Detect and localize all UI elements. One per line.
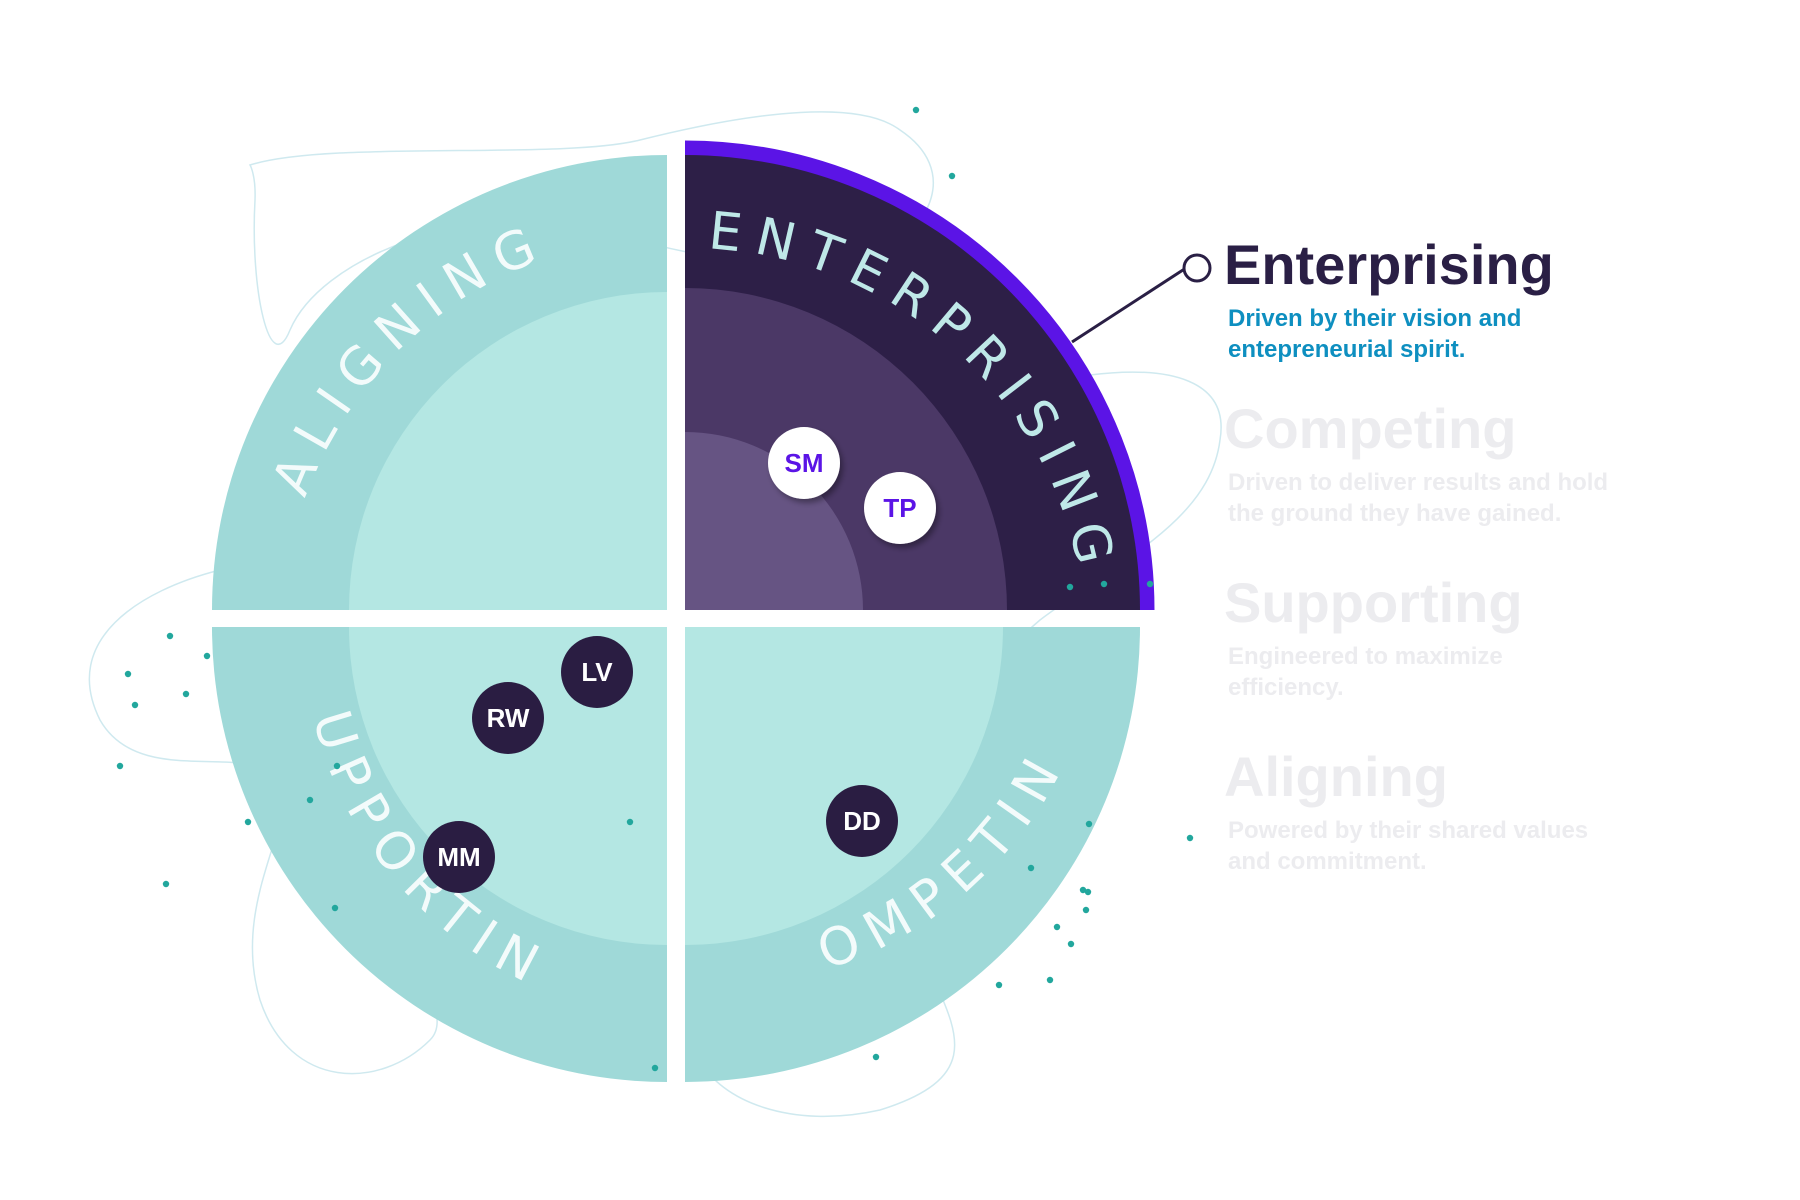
decorative-dot <box>1027 864 1035 872</box>
person-badge-mm[interactable]: MM <box>423 821 495 893</box>
connector-line <box>1071 266 1187 344</box>
badge-circle <box>768 427 840 499</box>
decorative-dot <box>166 632 174 640</box>
quadrant-aligning[interactable] <box>212 155 667 610</box>
badge-initials: LV <box>581 657 613 687</box>
enterprising-accent-arc <box>684 140 1155 611</box>
legend-connector <box>1071 253 1212 344</box>
badge-initials: SM <box>785 448 824 478</box>
decorative-dots <box>116 106 1194 1072</box>
person-badge-tp[interactable]: TP <box>864 472 936 544</box>
competing-inner-disc <box>685 627 1003 945</box>
decorative-dot <box>1082 906 1090 914</box>
badge-initials: DD <box>843 806 881 836</box>
badge-circle <box>826 785 898 857</box>
aligning-inner-disc <box>349 292 667 610</box>
badge-circle <box>561 636 633 708</box>
legend-title: Supporting <box>1224 571 1523 634</box>
decorative-dot <box>1146 580 1154 588</box>
decorative-dot <box>131 701 139 709</box>
person-badges: SM TP LV RW MM DD <box>423 427 936 893</box>
decorative-dot <box>651 1064 659 1072</box>
decorative-dot <box>1100 580 1108 588</box>
decorative-dot <box>124 670 132 678</box>
decorative-dot <box>948 172 956 180</box>
decorative-dot <box>116 762 124 770</box>
decorative-dot <box>203 652 211 660</box>
legend-title: Aligning <box>1224 745 1448 808</box>
decorative-dot <box>1186 834 1194 842</box>
decorative-dot <box>872 1053 880 1061</box>
decorative-dot <box>912 106 920 114</box>
badge-initials: MM <box>437 842 480 872</box>
badge-initials: TP <box>883 493 916 523</box>
decorative-dot <box>1084 888 1092 896</box>
decorative-dot <box>995 981 1003 989</box>
badge-circle <box>472 682 544 754</box>
decorative-dot <box>1053 923 1061 931</box>
quadrant-competing[interactable] <box>685 627 1140 1082</box>
badge-circle <box>423 821 495 893</box>
decorative-dot <box>1046 976 1054 984</box>
legend-title: Enterprising <box>1224 233 1554 296</box>
badge-circle <box>864 472 936 544</box>
decorative-dot <box>1067 940 1075 948</box>
person-badge-lv[interactable]: LV <box>561 636 633 708</box>
decorative-dot <box>333 762 341 770</box>
connector-knob <box>1182 253 1212 283</box>
decorative-dot <box>626 818 634 826</box>
decorative-dot <box>1079 886 1087 894</box>
decorative-dot <box>182 690 190 698</box>
decorative-dot <box>306 796 314 804</box>
person-badge-dd[interactable]: DD <box>826 785 898 857</box>
legend-title: Competing <box>1224 397 1517 460</box>
decorative-dot <box>1085 820 1093 828</box>
enterprising-inner-disc <box>685 432 863 610</box>
decorative-dot <box>1066 583 1074 591</box>
decorative-dot <box>244 818 252 826</box>
decorative-dot <box>331 904 339 912</box>
legend-item-competing[interactable]: Competing Driven to deliver results and … <box>1224 401 1664 529</box>
decorative-dot <box>162 880 170 888</box>
person-badge-sm[interactable]: SM <box>768 427 840 499</box>
badge-initials: RW <box>487 703 530 733</box>
person-badge-rw[interactable]: RW <box>472 682 544 754</box>
